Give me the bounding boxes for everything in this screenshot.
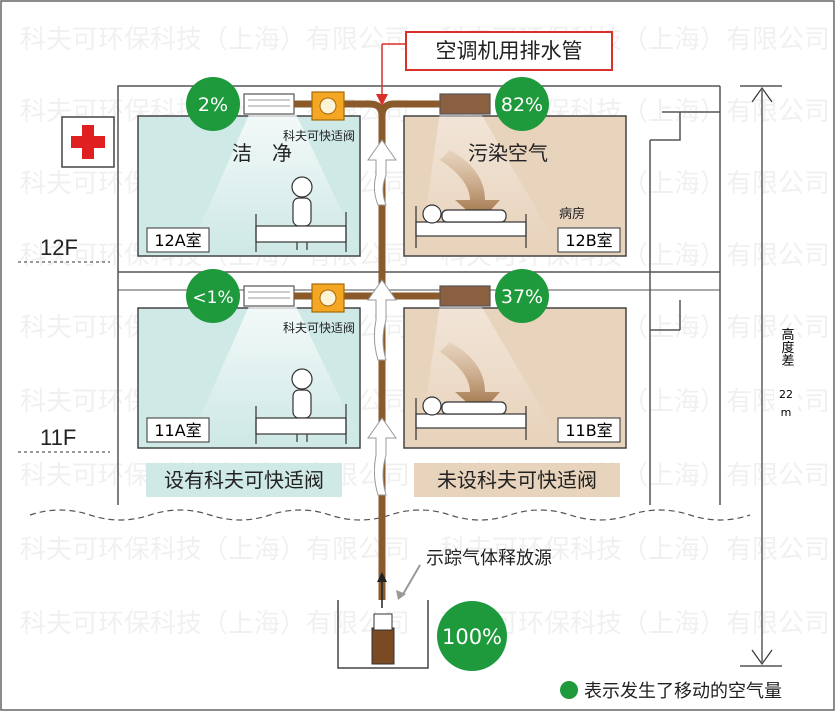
height-dimension (740, 85, 782, 667)
source-pointer-arrow (401, 564, 421, 597)
height-unit: m (781, 406, 792, 419)
floor-label-11f: 11F (40, 425, 76, 450)
legend-text: 表示发生了移动的空气量 (584, 681, 782, 702)
ac-unit (243, 93, 295, 115)
room-label-11a: 11A室 (154, 421, 201, 440)
title-arrow-icon (376, 94, 388, 106)
cut-line (29, 509, 751, 521)
room-label-box (146, 417, 210, 443)
valve-icon (311, 91, 345, 121)
pct-11a: <1% (192, 288, 233, 308)
pct-12a: 2% (198, 94, 228, 116)
caption-box-with-valve (146, 463, 342, 497)
bed-icon (255, 404, 347, 444)
valve-icon (311, 283, 345, 313)
ac-unit (439, 93, 491, 115)
pct-circle-12b: 82% (495, 77, 549, 131)
room-label-box (557, 227, 621, 253)
title: 空调机用排水管 (436, 39, 583, 63)
pct-11b: 37% (501, 286, 543, 308)
watermark: 科夫可环保科技（上海）有限公司 (20, 25, 410, 55)
gas-bottle-icon (371, 613, 395, 665)
room-label-12a: 12A室 (154, 231, 201, 250)
person-icon (291, 176, 313, 250)
caption-box-without-valve (414, 463, 620, 497)
room-label-box (146, 227, 210, 253)
dirty-air-arrow (440, 342, 500, 414)
patient-icon (415, 396, 527, 440)
pct-source: 100% (442, 625, 502, 649)
floor-label-12f: 12F (40, 235, 78, 260)
room-label-12b: 12B室 (565, 231, 612, 250)
valve-label: 科夫可快适阀 (283, 321, 355, 335)
dirty-air-arrow (440, 150, 500, 222)
height-label: 高度差 (779, 327, 795, 367)
ward-label: 病房 (559, 206, 585, 222)
bed-icon (255, 212, 347, 252)
air-flow-arrows (367, 139, 397, 496)
caption-with-valve: 设有科夫可快适阀 (164, 468, 324, 492)
legend-dot (560, 681, 578, 699)
ac-unit (243, 285, 295, 307)
valve-label: 科夫可快适阀 (283, 129, 355, 143)
patient-icon (415, 204, 527, 248)
pct-circle-11a: <1% (186, 269, 240, 323)
watermark: 科夫可环保科技（上海）有限公司 (20, 609, 410, 639)
caption-without-valve: 未设科夫可快适阀 (437, 468, 597, 492)
pct-circle-source: 100% (437, 601, 507, 671)
room-label-box (557, 417, 621, 443)
source-pit (337, 600, 429, 669)
ac-unit (439, 285, 491, 307)
room-label-11b: 11B室 (565, 421, 612, 440)
title-box (405, 31, 613, 71)
pct-12b: 82% (501, 94, 543, 116)
pct-circle-12a: 2% (186, 77, 240, 131)
clean-label: 洁 净 (232, 141, 292, 165)
watermark: 科夫可环保科技（上海）有限公司 (20, 535, 410, 565)
polluted-air-label: 污染空气 (468, 141, 548, 165)
watermark: 科夫可环保科技（上海）有限公司 (440, 535, 830, 565)
source-label: 示踪气体释放源 (426, 548, 552, 569)
height-value: 22 (779, 388, 793, 401)
pct-circle-11b: 37% (495, 269, 549, 323)
